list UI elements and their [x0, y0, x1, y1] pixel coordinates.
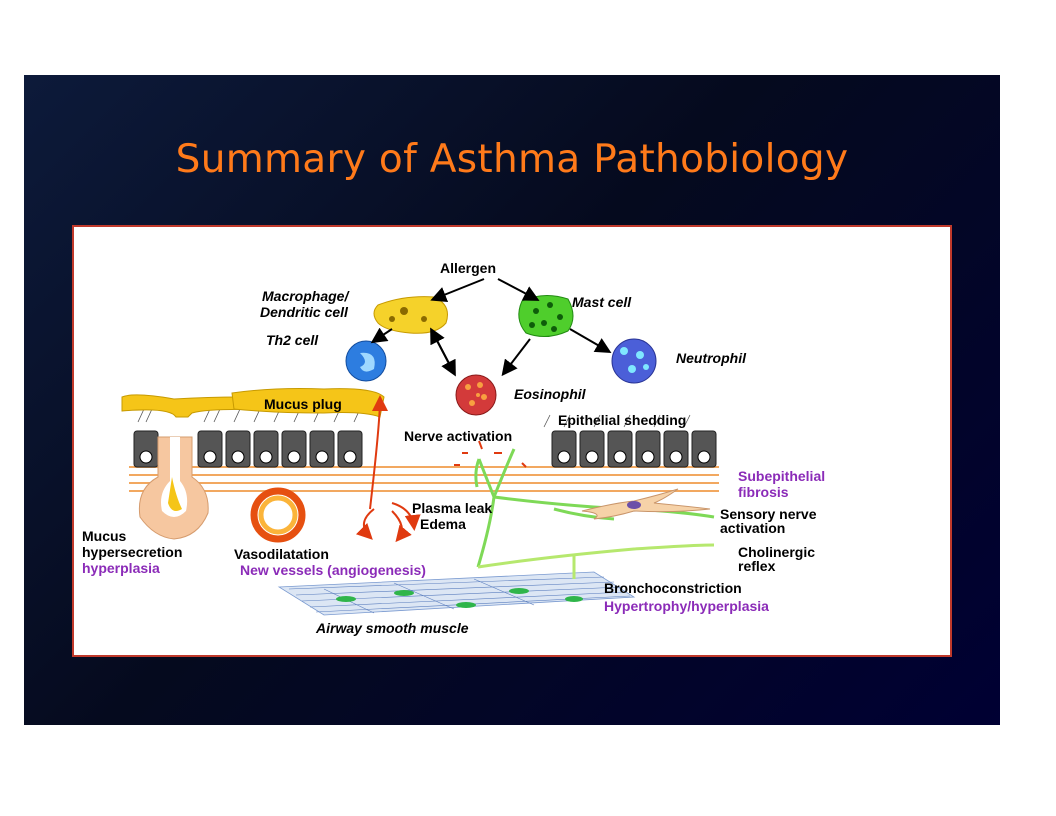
- diagram-panel: Allergen Macrophage/ Dendritic cell Mast…: [72, 225, 952, 657]
- label-macrophage-2: Dendritic cell: [260, 304, 349, 320]
- label-sensory-1: Sensory nerve: [720, 506, 817, 522]
- neutrophil-icon: [611, 338, 657, 384]
- label-cholinergic-1: Cholinergic: [738, 544, 815, 560]
- epithelium-left: [133, 408, 363, 468]
- eosinophil-icon: [455, 374, 497, 416]
- slide-title: Summary of Asthma Pathobiology: [175, 137, 849, 182]
- label-bronchoconstriction: Bronchoconstriction: [604, 580, 742, 596]
- asthma-diagram: Allergen Macrophage/ Dendritic cell Mast…: [82, 260, 825, 636]
- label-th2-cell: Th2 cell: [266, 332, 319, 348]
- label-epithelial-shedding: Epithelial shedding: [558, 412, 686, 428]
- mast-cell-icon: [518, 295, 574, 337]
- fibroblast-icon: [581, 488, 711, 520]
- label-eosinophil: Eosinophil: [514, 386, 587, 402]
- label-hyperplasia: hyperplasia: [82, 560, 160, 576]
- label-mast-cell: Mast cell: [572, 294, 632, 310]
- label-edema: Edema: [420, 516, 466, 532]
- label-mucus-plug: Mucus plug: [264, 396, 342, 412]
- label-nerve-activation: Nerve activation: [404, 428, 512, 444]
- th2-cell-icon: [345, 340, 387, 382]
- label-subepithelial-2: fibrosis: [738, 484, 789, 500]
- label-sensory-2: activation: [720, 520, 785, 536]
- sensory-nerves: [474, 448, 715, 579]
- epithelium-right: [543, 414, 717, 468]
- label-hypertrophy: Hypertrophy/hyperplasia: [604, 598, 769, 614]
- plasma-leak-arrows: [355, 395, 421, 543]
- blood-vessel-icon: [250, 487, 306, 543]
- label-neutrophil: Neutrophil: [676, 350, 747, 366]
- label-subepithelial-1: Subepithelial: [738, 468, 825, 484]
- nerve-sparks: [454, 440, 527, 468]
- allergen-arrows: [370, 278, 612, 377]
- label-vasodilatation: Vasodilatation: [234, 546, 329, 562]
- macrophage-cell-icon: [373, 296, 448, 334]
- label-macrophage-1: Macrophage/: [262, 288, 350, 304]
- label-mucus: Mucus: [82, 528, 127, 544]
- label-allergen: Allergen: [440, 260, 496, 276]
- label-hypersecretion: hypersecretion: [82, 544, 182, 560]
- basement-membrane: [129, 466, 719, 492]
- label-plasma-leak: Plasma leak: [412, 500, 492, 516]
- smooth-muscle-layer: [277, 571, 636, 616]
- label-cholinergic-2: reflex: [738, 558, 776, 574]
- label-airway-smooth-muscle: Airway smooth muscle: [315, 620, 469, 636]
- label-new-vessels: New vessels (angiogenesis): [240, 562, 426, 578]
